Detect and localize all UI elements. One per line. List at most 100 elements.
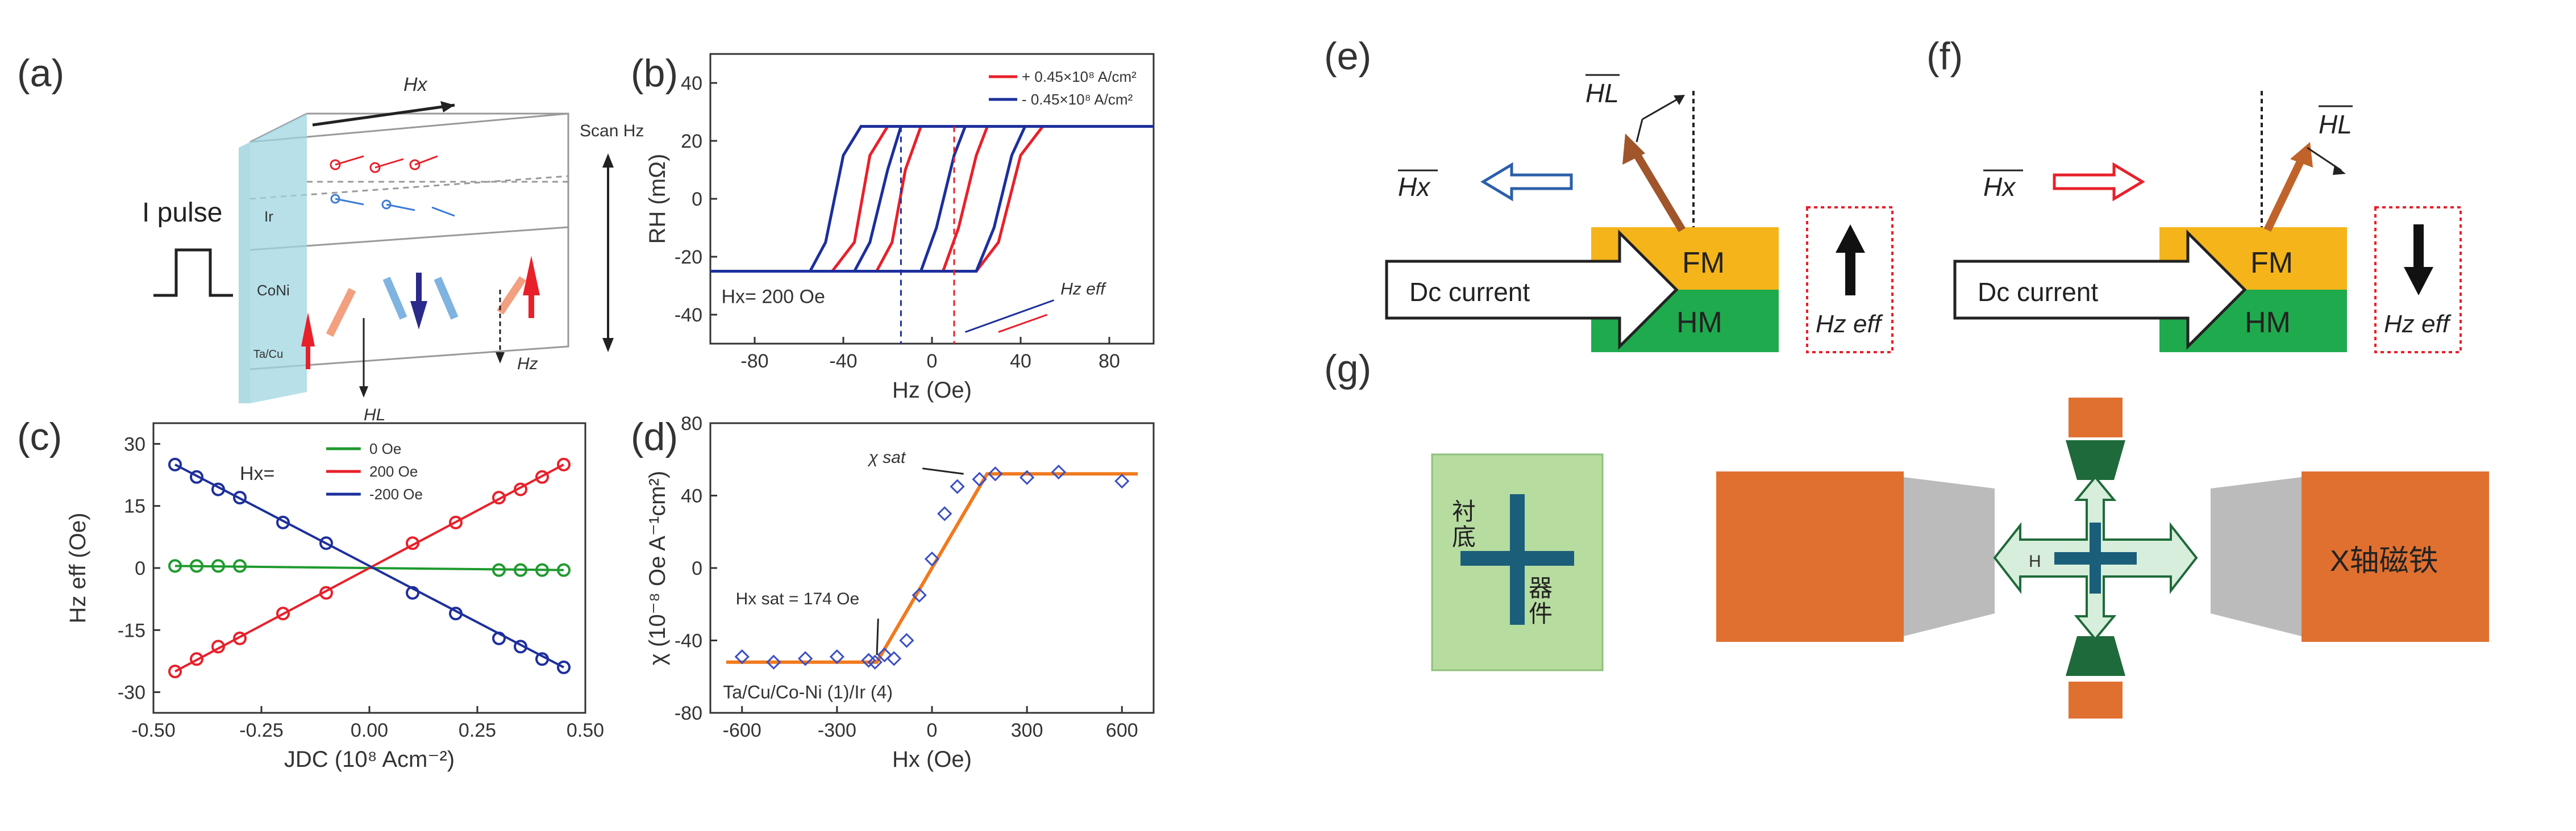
heff-label-e: Hz eff	[1816, 310, 1884, 338]
x-tick-label: 0.25	[459, 720, 496, 741]
y-tick-label: 40	[681, 486, 702, 507]
data-point-2	[514, 640, 527, 654]
schematic-a: Ir CoNi Ta/Cu I pulse Hx Scan Hz HL Hz	[142, 74, 644, 424]
moment-up-arrow	[301, 312, 315, 346]
data-point-1	[319, 586, 333, 600]
y-tick-label: 15	[124, 496, 145, 517]
legend-label: - 0.45×10⁸ A/cm²	[1022, 91, 1133, 108]
data-point-0	[514, 563, 527, 577]
hx-label-e: Hx	[1398, 172, 1431, 202]
hx-arrow-e	[1480, 162, 1573, 202]
y-tick-label: 0	[135, 558, 145, 579]
heff-box-f	[2374, 206, 2462, 353]
data-point-0	[492, 563, 506, 577]
magnet-label: X轴磁铁	[2330, 545, 2438, 578]
legend-label: + 0.45×10⁸ A/cm²	[1022, 68, 1137, 85]
data-point-0	[233, 559, 247, 573]
data-point	[1114, 473, 1130, 489]
series-line-0	[710, 125, 1154, 273]
y-axis-label: Hz eff (Oe)	[65, 513, 90, 624]
x-tick-label: 0.00	[351, 720, 388, 741]
diagram-f: FM HM Dc current Hx HL Hz eff	[1953, 91, 2462, 353]
y-tick-label: 0	[692, 558, 702, 579]
data-point-2	[276, 515, 290, 529]
diagram-e: FM HM Dc current Hx HL Hz eff	[1385, 74, 1893, 353]
dc-current-label-f: Dc current	[1978, 277, 2098, 307]
y-axis-label: RH (mΩ)	[645, 154, 670, 244]
x-tick-label: 600	[1106, 720, 1138, 741]
device-label-2: 件	[1529, 600, 1553, 627]
series-line-0	[710, 125, 1154, 273]
data-point-2	[168, 457, 182, 471]
y-tick-label: -80	[675, 703, 702, 724]
x-tick-label: 300	[1011, 720, 1043, 741]
x-tick-label: -600	[723, 720, 761, 741]
layer-ir-label: Ir	[264, 208, 273, 225]
left-magnet	[1716, 471, 1904, 642]
hm-label-e: HM	[1676, 306, 1722, 339]
data-point-2	[535, 652, 549, 666]
data-point	[1051, 464, 1066, 480]
y-tick-label: -30	[118, 682, 145, 704]
x-tick-label: 0.50	[567, 720, 604, 741]
data-point-0	[211, 559, 225, 573]
y-tick-label: 30	[124, 433, 145, 455]
data-point	[798, 651, 813, 666]
data-point-2	[233, 491, 247, 505]
panel-label-g: (g)	[1324, 347, 1372, 390]
series-line-0	[710, 125, 1154, 273]
left-pole-piece	[1904, 477, 1995, 636]
panel-label-f: (f)	[1926, 35, 1963, 78]
top-small-magnet	[2069, 398, 2123, 437]
right-magnet	[2302, 471, 2489, 642]
y-tick-label: -15	[118, 620, 145, 641]
data-point-1	[535, 470, 549, 484]
data-point-1	[514, 482, 527, 496]
fit-line	[726, 472, 1138, 664]
x-tick-label: -80	[740, 350, 768, 372]
y-tick-label: -40	[675, 304, 702, 326]
data-point-1	[190, 652, 203, 666]
data-point-1	[233, 631, 247, 645]
y-tick-label: 80	[681, 413, 702, 435]
data-point-0	[168, 559, 182, 573]
fit-line-1	[174, 463, 564, 673]
x-tick-label: 0	[927, 720, 938, 741]
layer-coni-label: CoNi	[257, 282, 290, 299]
data-point-2	[557, 660, 571, 674]
substrate-label-2: 底	[1452, 524, 1476, 550]
y-axis-label: χ (10⁻⁸ Oe A⁻¹cm²)	[645, 471, 670, 665]
legend-label: -200 Oe	[369, 486, 423, 503]
data-point	[766, 654, 781, 670]
panel-label-b: (b)	[631, 52, 679, 95]
annotation-sat: χ sat	[867, 448, 906, 467]
hz-label-a: Hz	[517, 354, 538, 373]
panel-label-e: (e)	[1324, 35, 1372, 78]
annotation-hx: Hx= 200 Oe	[722, 286, 825, 308]
data-point-1	[557, 457, 571, 471]
data-point-2	[319, 536, 333, 550]
substrate-label-1: 衬	[1452, 498, 1476, 525]
data-point	[734, 649, 750, 665]
x-axis-label: Hz (Oe)	[892, 378, 972, 403]
data-point-2	[211, 482, 225, 496]
panel-label-a: (a)	[17, 52, 65, 95]
data-point	[1019, 470, 1035, 485]
dc-current-arrow-f	[1953, 229, 2247, 350]
y-tick-label: -20	[675, 247, 702, 268]
data-point-2	[406, 586, 419, 600]
data-point	[861, 653, 876, 668]
data-point	[829, 649, 844, 665]
annotation-arrow	[876, 619, 879, 655]
x-tick-label: -40	[829, 350, 857, 372]
data-point-2	[190, 470, 203, 484]
data-point-1	[211, 640, 225, 654]
y-tick-label: 20	[681, 131, 702, 152]
x-tick-label: 40	[1010, 350, 1031, 372]
data-point	[912, 587, 927, 603]
front-face	[250, 114, 307, 403]
data-point-1	[492, 491, 506, 505]
legend-label: 200 Oe	[369, 463, 418, 480]
